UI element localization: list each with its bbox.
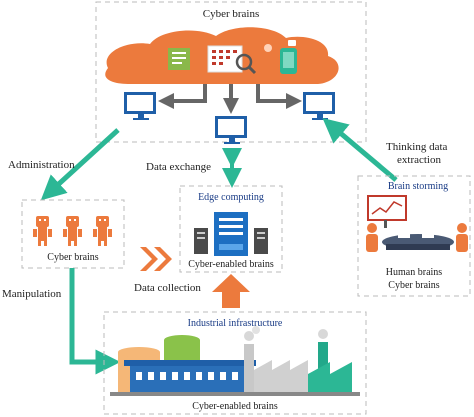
server-icon xyxy=(194,212,268,256)
manipulation-arrow xyxy=(69,268,121,375)
administration-arrow xyxy=(40,128,120,201)
industry-box xyxy=(103,311,367,415)
industry-box-label: Cyber-enabled brains xyxy=(192,401,278,412)
monitor-icon xyxy=(215,116,247,144)
monitor-icon xyxy=(303,92,335,120)
data-collection-arrow xyxy=(212,274,250,308)
data-collection-label: Data collection xyxy=(134,282,201,294)
robots-box-label: Cyber brains xyxy=(47,252,98,263)
robot-icon xyxy=(63,216,82,246)
edge-box xyxy=(179,185,283,273)
data-exchange-label: Data exchange xyxy=(146,161,211,173)
factory-icon xyxy=(110,326,360,396)
thinking-arrow xyxy=(322,117,398,182)
thinking-label-1: Thinking data xyxy=(386,141,448,153)
cloud-to-right-arrow xyxy=(256,84,302,109)
chevron-right-icon xyxy=(140,247,172,271)
human-box xyxy=(357,175,471,297)
cloud-title: Cyber brains xyxy=(203,8,260,20)
robot-icon xyxy=(93,216,112,246)
thinking-label-2: extraction xyxy=(397,154,441,166)
cloud-to-left-arrow xyxy=(158,84,207,109)
administration-label: Administration xyxy=(8,159,75,171)
edge-box-title: Edge computing xyxy=(198,192,264,203)
meeting-icon xyxy=(366,195,468,252)
industry-box-title: Industrial infrastructure xyxy=(188,318,283,329)
human-box-title: Brain storming xyxy=(388,181,448,192)
human-box-label-1: Human brains xyxy=(386,267,442,278)
manipulation-label: Manipulation xyxy=(2,288,62,300)
edge-box-label: Cyber-enabled brains xyxy=(188,259,274,270)
monitor-icon xyxy=(124,92,156,120)
human-box-label-2: Cyber brains xyxy=(388,280,439,291)
cloud-icon xyxy=(105,27,339,84)
robot-icon xyxy=(33,216,52,246)
